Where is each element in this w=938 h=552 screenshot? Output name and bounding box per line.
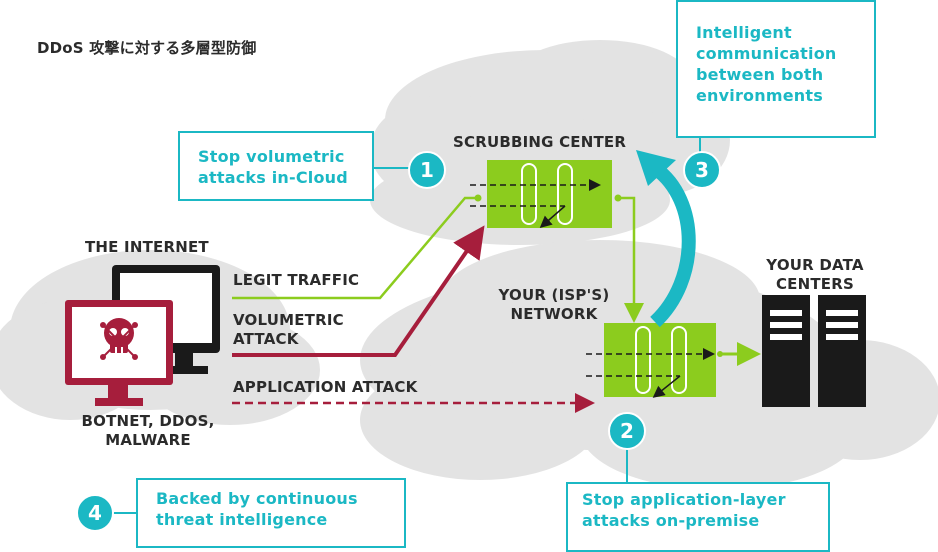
callout-4-text: Backed by continuous threat intelligence xyxy=(156,489,358,529)
page-title: DDoS 攻撃に対する多層型防御 xyxy=(37,39,257,57)
clean-return-line xyxy=(614,194,644,323)
callout-1-box: Stop volumetric attacks in-Cloud xyxy=(178,131,374,201)
legit-traffic-line xyxy=(232,194,482,300)
callout-3-box: Intelligent communication between both e… xyxy=(676,0,876,138)
volumetric-attack-line xyxy=(232,225,485,357)
volumetric-attack-label: VOLUMETRIC ATTACK xyxy=(233,311,344,348)
intelligence-sync-arrow xyxy=(636,150,696,328)
callout-2-badge: 2 xyxy=(608,412,646,450)
the-internet-label: THE INTERNET xyxy=(85,238,209,256)
callout-3-text: Intelligent communication between both e… xyxy=(696,23,837,105)
callout-2-text: Stop application-layer attacks on-premis… xyxy=(582,490,786,530)
botnet-label: BOTNET, DDOS, MALWARE xyxy=(81,412,215,449)
server-rack-icon xyxy=(762,295,866,407)
callout-1-badge: 1 xyxy=(408,151,446,189)
skull-icon xyxy=(100,318,138,360)
callout-2-box: Stop application-layer attacks on-premis… xyxy=(566,482,830,552)
callout-1-text: Stop volumetric attacks in-Cloud xyxy=(198,147,348,187)
isp-network-label: YOUR (ISP'S) NETWORK xyxy=(498,286,610,323)
scrubbing-center-label: SCRUBBING CENTER xyxy=(453,133,627,151)
application-attack-label: APPLICATION ATTACK xyxy=(233,378,418,396)
scrubbing-filter xyxy=(470,160,612,228)
callout-4-badge: 4 xyxy=(76,494,114,532)
isp-filter xyxy=(586,323,716,398)
data-centers-label: YOUR DATA CENTERS xyxy=(766,256,864,293)
callout-4-box: Backed by continuous threat intelligence xyxy=(136,478,406,548)
legit-traffic-label: LEGIT TRAFFIC xyxy=(233,271,360,289)
infected-monitor-icon xyxy=(65,300,173,406)
callout-3-badge: 3 xyxy=(683,151,721,189)
